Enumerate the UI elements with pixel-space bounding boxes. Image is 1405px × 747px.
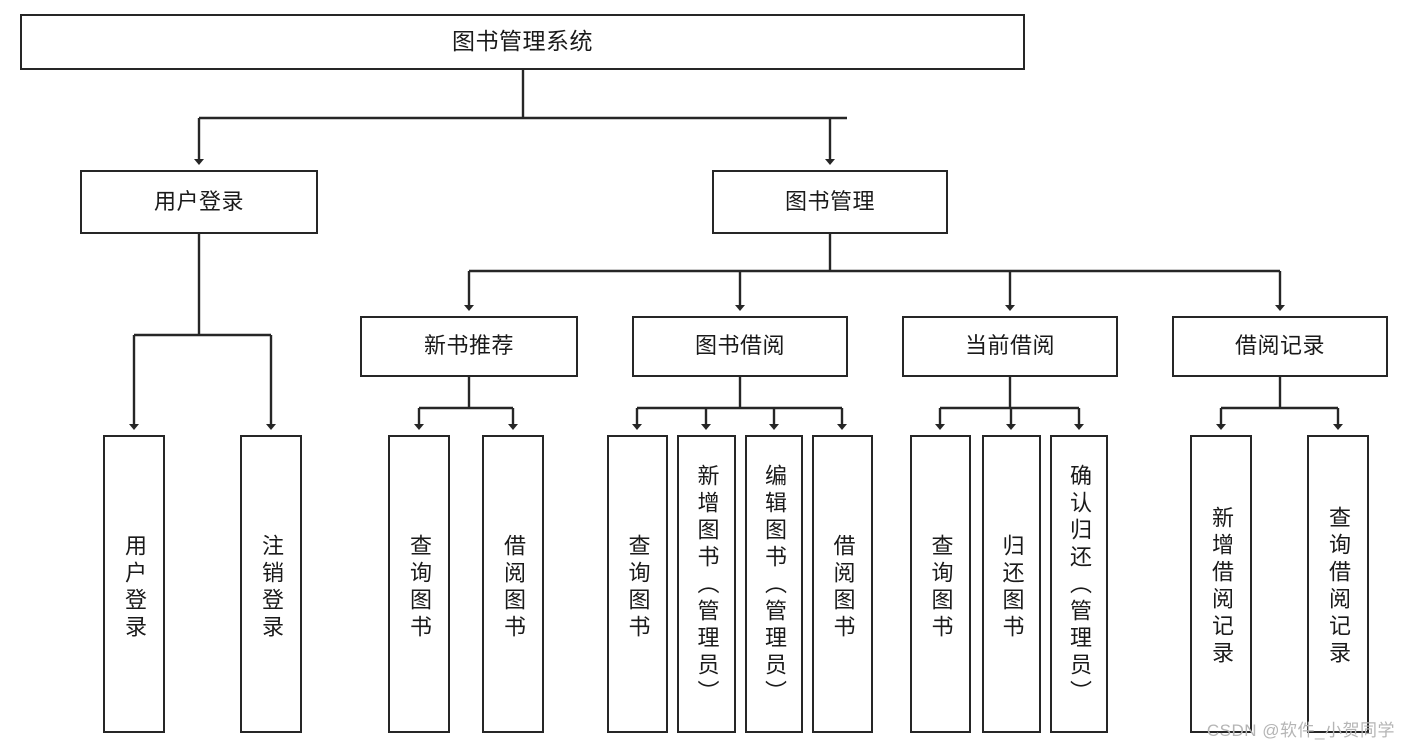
node-leaf-edit-book-admin[interactable]: 编辑图书（管理员） [745,435,803,733]
node-leaf-return-book[interactable]: 归还图书 [982,435,1041,733]
node-leaf-logout-login[interactable]: 注销登录 [240,435,302,733]
leaf-label: 查询图书 [625,533,651,642]
node-current-borrow[interactable]: 当前借阅 [902,316,1118,377]
node-book-borrow[interactable]: 图书借阅 [632,316,848,377]
node-leaf-user-login[interactable]: 用户登录 [103,435,165,733]
node-leaf-query-book-2[interactable]: 查询图书 [607,435,668,733]
csdn-watermark: CSDN @软件_小贺同学 [1206,721,1395,740]
node-leaf-borrow-book-2[interactable]: 借阅图书 [812,435,873,733]
node-leaf-confirm-return-admin[interactable]: 确认归还（管理员） [1050,435,1108,733]
leaf-label: 新增图书（管理员） [694,463,720,707]
node-borrow-record[interactable]: 借阅记录 [1172,316,1388,377]
node-leaf-query-book-3[interactable]: 查询图书 [910,435,971,733]
leaf-label: 查询图书 [407,533,432,642]
node-leaf-add-book-admin[interactable]: 新增图书（管理员） [677,435,736,733]
node-leaf-query-book-1[interactable]: 查询图书 [388,435,450,733]
leaf-label: 查询借阅记录 [1326,505,1351,668]
leaf-label: 编辑图书（管理员） [762,463,787,707]
node-root[interactable]: 图书管理系统 [20,14,1025,70]
node-user-login[interactable]: 用户登录 [80,170,318,234]
node-leaf-add-borrow-record[interactable]: 新增借阅记录 [1190,435,1252,733]
leaf-label: 注销登录 [259,533,284,642]
node-new-book-recommend[interactable]: 新书推荐 [360,316,578,377]
leaf-label: 归还图书 [999,533,1025,642]
leaf-label: 用户登录 [122,533,147,642]
leaf-label: 借阅图书 [501,533,526,642]
node-leaf-query-borrow-record[interactable]: 查询借阅记录 [1307,435,1369,733]
node-book-manage[interactable]: 图书管理 [712,170,948,234]
leaf-label: 新增借阅记录 [1209,505,1234,668]
leaf-label: 确认归还（管理员） [1067,463,1092,707]
leaf-label: 借阅图书 [830,533,856,642]
node-leaf-borrow-book-1[interactable]: 借阅图书 [482,435,544,733]
leaf-label: 查询图书 [928,533,954,642]
